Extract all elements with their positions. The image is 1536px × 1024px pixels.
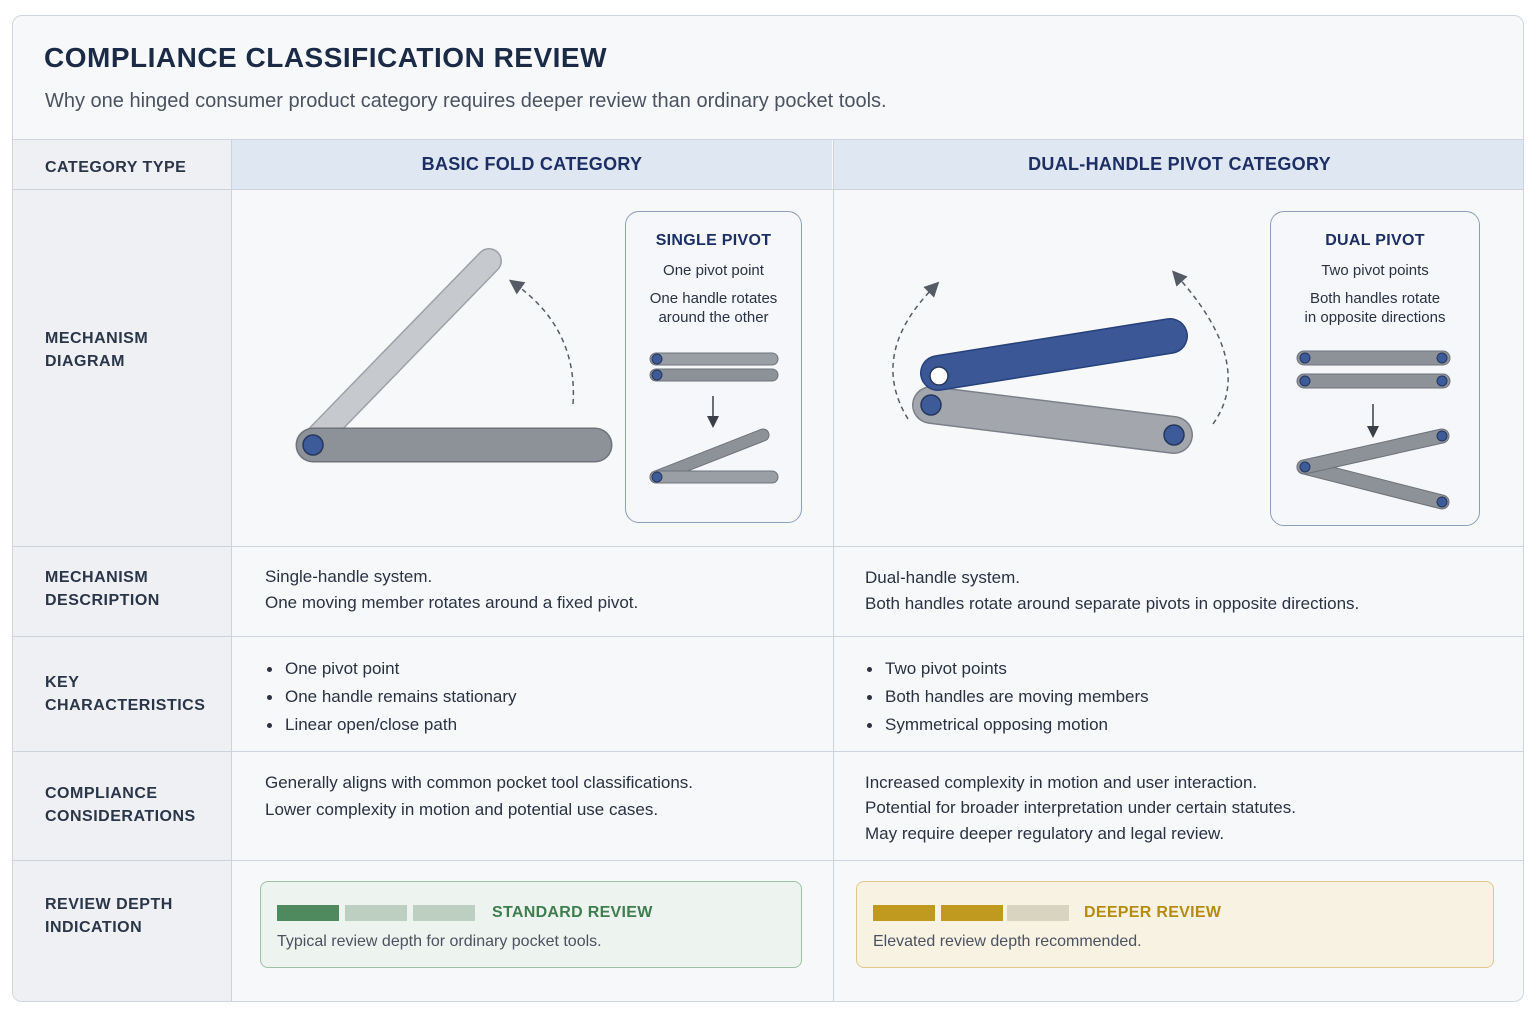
row-label-characteristics: KEY CHARACTERISTICS <box>45 674 206 714</box>
grid-line <box>13 636 1523 637</box>
grid-line <box>13 139 1523 140</box>
page-subtitle: Why one hinged consumer product category… <box>45 90 887 112</box>
review-label: DEEPER REVIEW <box>1084 904 1222 921</box>
column-header-basic: BASIC FOLD CATEGORY <box>232 139 832 189</box>
dual-description-line: Both handles rotate around separate pivo… <box>865 594 1360 613</box>
infobox-line: One handle rotates <box>649 290 778 307</box>
infobox-line: around the other <box>658 309 769 326</box>
grid-line <box>13 860 1523 861</box>
single-pivot-mini-diagram <box>649 352 779 484</box>
label-column <box>13 139 231 1001</box>
infobox-line: One pivot point <box>663 262 764 279</box>
single-pivot-diagram <box>295 248 613 463</box>
review-level-segment <box>1007 905 1069 921</box>
dual-pivot-infobox: DUAL PIVOT Two pivot points Both handles… <box>1270 211 1480 526</box>
review-description: Typical review depth for ordinary pocket… <box>277 933 602 950</box>
grid-line <box>13 189 1523 190</box>
rotation-arrow-right <box>1171 270 1229 425</box>
infobox-title: DUAL PIVOT <box>1325 232 1425 249</box>
row-label-description: MECHANISM DESCRIPTION <box>45 569 160 609</box>
infobox-title: SINGLE PIVOT <box>655 232 772 249</box>
pivot-point <box>302 434 324 456</box>
basic-description-line: Single-handle system. <box>265 567 433 586</box>
category-type-label: CATEGORY TYPE <box>45 159 187 176</box>
pivot-point <box>1163 424 1185 446</box>
basic-description-line: One moving member rotates around a fixed… <box>265 593 639 612</box>
review-level-segment <box>941 905 1003 921</box>
infobox-line: Both handles rotate <box>1309 290 1441 307</box>
list-item: Linear open/close path <box>266 711 517 739</box>
list-item: Both handles are moving members <box>866 683 1149 711</box>
list-item: Symmetrical opposing motion <box>866 711 1149 739</box>
infobox-line: in opposite directions <box>1304 309 1446 326</box>
pivot-point <box>929 366 949 386</box>
grid-line <box>13 546 1523 547</box>
review-level-segment <box>873 905 935 921</box>
row-label-review-depth: REVIEW DEPTH INDICATION <box>45 896 173 936</box>
basic-characteristics-list: One pivot point One handle remains stati… <box>266 655 517 739</box>
list-item: One pivot point <box>266 655 517 683</box>
grid-line <box>231 139 232 1001</box>
review-description: Elevated review depth recommended. <box>873 933 1142 950</box>
list-item: One handle remains stationary <box>266 683 517 711</box>
basic-compliance-line: Lower complexity in motion and potential… <box>265 800 659 819</box>
standard-review-box: STANDARD REVIEW Typical review depth for… <box>260 881 802 968</box>
review-label: STANDARD REVIEW <box>492 904 653 921</box>
row-label-diagram: MECHANISM DIAGRAM <box>45 330 149 370</box>
pivot-point <box>920 394 942 416</box>
rotation-arrow <box>508 279 575 405</box>
review-level-segment <box>345 905 407 921</box>
dual-pivot-mini-diagram <box>1296 350 1451 510</box>
single-pivot-infobox: SINGLE PIVOT One pivot point One handle … <box>625 211 802 523</box>
deeper-review-box: DEEPER REVIEW Elevated review depth reco… <box>856 881 1494 968</box>
dual-pivot-diagram <box>892 270 1229 454</box>
review-level-segment <box>413 905 475 921</box>
list-item: Two pivot points <box>866 655 1149 683</box>
rotation-arrow-left <box>892 281 940 420</box>
dual-compliance-line: May require deeper regulatory and legal … <box>865 824 1225 843</box>
row-label-compliance: COMPLIANCE CONSIDERATIONS <box>45 785 196 825</box>
page-title: COMPLIANCE CLASSIFICATION REVIEW <box>44 42 608 73</box>
review-level-segment <box>277 905 339 921</box>
grid-line <box>13 751 1523 752</box>
infobox-line: Two pivot points <box>1321 262 1429 279</box>
header: COMPLIANCE CLASSIFICATION REVIEW Why one… <box>13 16 1523 139</box>
review-card: COMPLIANCE CLASSIFICATION REVIEW Why one… <box>12 15 1524 1002</box>
dual-compliance-line: Increased complexity in motion and user … <box>865 773 1258 792</box>
comparison-table: BASIC FOLD CATEGORY DUAL-HANDLE PIVOT CA… <box>13 139 1523 1001</box>
column-header-dual: DUAL-HANDLE PIVOT CATEGORY <box>834 139 1523 189</box>
dual-characteristics-list: Two pivot points Both handles are moving… <box>866 655 1149 739</box>
basic-compliance-line: Generally aligns with common pocket tool… <box>265 773 694 792</box>
grid-line <box>833 139 834 1001</box>
dual-description-line: Dual-handle system. <box>865 568 1020 587</box>
dual-compliance-line: Potential for broader interpretation und… <box>865 798 1296 817</box>
